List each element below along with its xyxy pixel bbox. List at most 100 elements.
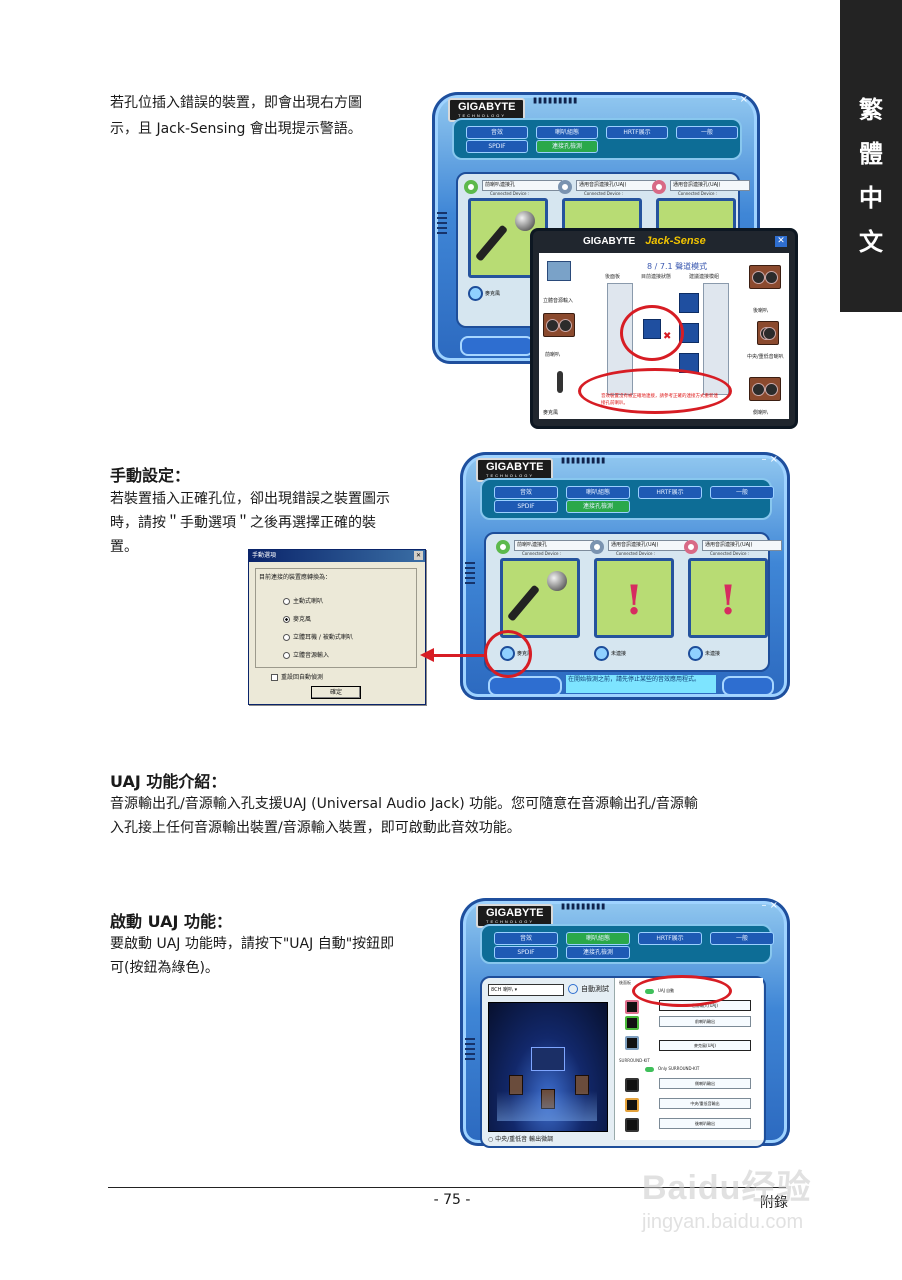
menu-general[interactable]: 一般 [710,932,774,945]
section4-line1: 要啟動 UAJ 功能時，請按下"UAJ 自動"按鈕即 [110,936,395,952]
center-sub-adjust[interactable]: ○ 中央/重低音 輸出微調 [488,1136,554,1143]
jack-slot-subtitle: Connected Device : [678,191,718,196]
label-mic: 麥克風 [543,410,559,416]
bottom-bar: 在開始檢測之前，請先停止某些的音效應用程式。 [484,674,774,696]
window-controls[interactable]: – × [731,94,748,105]
page-number: - 75 - [433,1192,471,1208]
jack-status[interactable]: 麥克風 [468,286,500,301]
window-grip: ▮▮▮▮▮▮▮▮▮ [532,95,578,106]
side-tab-char-3: 中 [859,183,883,212]
menu-effects[interactable]: 音效 [466,126,528,139]
microphone-handle [474,224,509,262]
jack-status-unplugged[interactable]: 未連接 [594,646,626,661]
jack-slot-title: 通用音訊連接孔(UAJ) [702,540,782,551]
blue-jack-icon [625,1036,639,1050]
suggest-device-1 [679,293,699,313]
jack-status-unplugged[interactable]: 未連接 [688,646,720,661]
jack-slot-title: 通用音訊連接孔(UAJ) [576,180,656,191]
pink-jack-icon [625,1000,639,1014]
back-panel-label: 後面板 [619,980,631,985]
arrow-line [424,654,486,657]
side-tab-char-2: 體 [859,139,883,168]
footer-rule [108,1187,786,1188]
menu-speakers[interactable]: 喇叭組態 [536,126,598,139]
device-box-unplugged[interactable]: ! [594,558,674,638]
menu-jack-detect[interactable]: 連接孔檢測 [566,946,630,959]
menu-bar: 音效 喇叭組態 HRTF展示 一般 SPDIF 連接孔檢測 [480,478,774,520]
blue-jack-icon [558,180,572,194]
menu-spdif[interactable]: SPDIF [466,140,528,153]
close-icon[interactable]: ✕ [775,236,787,247]
highlight-circle-status [620,305,684,361]
blue-jack-icon [590,540,604,554]
microphone-icon [515,211,535,231]
green-jack-icon [464,180,478,194]
row-mic: 麥克風(UAJ) [659,1040,751,1051]
option-microphone[interactable]: 麥克風 [283,614,311,623]
exclamation-icon: ! [625,577,643,624]
menu-jack-detect[interactable]: 連接孔檢測 [566,500,630,513]
jack-slot-uaj-1: 通用音訊連接孔(UAJ) Connected Device : ! 未連接 [590,540,688,666]
reset-auto-detect-checkbox[interactable]: 重設回自動偵測 [271,672,323,681]
row-center-out: 中央/重低音輸出 [659,1098,751,1109]
manual-option-button[interactable] [488,676,562,696]
jack-slot-subtitle: Connected Device : [490,191,530,196]
side-tab-char-1: 繁 [859,95,883,124]
menu-speakers[interactable]: 喇叭組態 [566,486,630,499]
bottom-pill-button[interactable] [460,336,534,356]
label-line-in: 立體音源輸入 [543,298,574,304]
detect-button[interactable] [722,676,774,696]
speaker-select[interactable]: 8CH 喇叭 ▾ [488,984,564,996]
room-floor [497,1091,597,1121]
option-headphone[interactable]: 立體耳機 / 被動式喇叭 [283,632,353,641]
auto-test-button[interactable]: 自動測試 [568,984,609,994]
green-jack-icon [496,540,510,554]
jack-slot-title: 前喇叭連接孔 [514,540,594,551]
footer-section: 附錄 [760,1195,788,1211]
window-controls[interactable]: – × [761,454,778,465]
detect-tip: 在開始檢測之前，請先停止某些的音效應用程式。 [566,675,716,693]
highlight-circle-uaj-auto [632,975,732,1007]
close-icon[interactable]: ✕ [414,551,423,560]
col-current-status: 目前連接狀態 [641,274,672,280]
menu-general[interactable]: 一般 [676,126,738,139]
manual-prompt: 目前連接的裝置應轉換為： [259,574,332,581]
pink-jack-icon [684,540,698,554]
tv-icon [531,1047,565,1071]
col-back-panel: 後面板 [605,274,621,280]
menu-bar: 音效 喇叭組態 HRTF展示 一般 SPDIF 連接孔檢測 [480,924,774,964]
option-active-speaker[interactable]: 主動式喇叭 [283,596,323,605]
arrow-left-icon [420,648,434,662]
col-suggested: 建議連接模組 [689,274,720,280]
highlight-circle-warning [578,368,732,414]
side-tab-char-4: 文 [859,227,883,256]
menu-spdif[interactable]: SPDIF [494,500,558,513]
jack-slot-subtitle: Connected Device : [616,551,656,556]
menu-general[interactable]: 一般 [710,486,774,499]
option-line-in[interactable]: 立體音源輸入 [283,650,329,659]
menu-effects[interactable]: 音效 [494,932,558,945]
menu-jack-detect[interactable]: 連接孔檢測 [536,140,598,153]
menu-speakers[interactable]: 喇叭組態 [566,932,630,945]
menu-hrtf[interactable]: HRTF展示 [638,932,702,945]
ok-button[interactable]: 確定 [311,686,361,699]
side-grip [437,212,447,237]
highlight-circle-mic [484,630,532,678]
green-jack-icon [625,1016,639,1030]
pink-jack-icon [652,180,666,194]
menu-effects[interactable]: 音效 [494,486,558,499]
menu-hrtf[interactable]: HRTF展示 [638,486,702,499]
menu-spdif[interactable]: SPDIF [494,946,558,959]
label-rear-speaker: 後喇叭 [753,308,769,314]
window-controls[interactable]: – × [761,900,778,911]
device-box-unplugged[interactable]: ! [688,558,768,638]
room-preview [488,1002,608,1132]
microphone-handle [506,584,541,622]
device-box-microphone[interactable] [500,558,580,638]
jack-panel: 前喇叭連接孔 Connected Device : 麥克風 通用音訊連接孔(UA… [484,532,782,672]
only-kit-toggle[interactable]: Only SURROUND-KIT [645,1066,699,1072]
menu-hrtf[interactable]: HRTF展示 [606,126,668,139]
speaker-config-panel: 8CH 喇叭 ▾ 自動測試 ○ 中央/重低音 輸出微調 後面板 UAJ 自動 音… [480,976,766,1148]
label-side-speaker: 側喇叭 [753,410,769,416]
